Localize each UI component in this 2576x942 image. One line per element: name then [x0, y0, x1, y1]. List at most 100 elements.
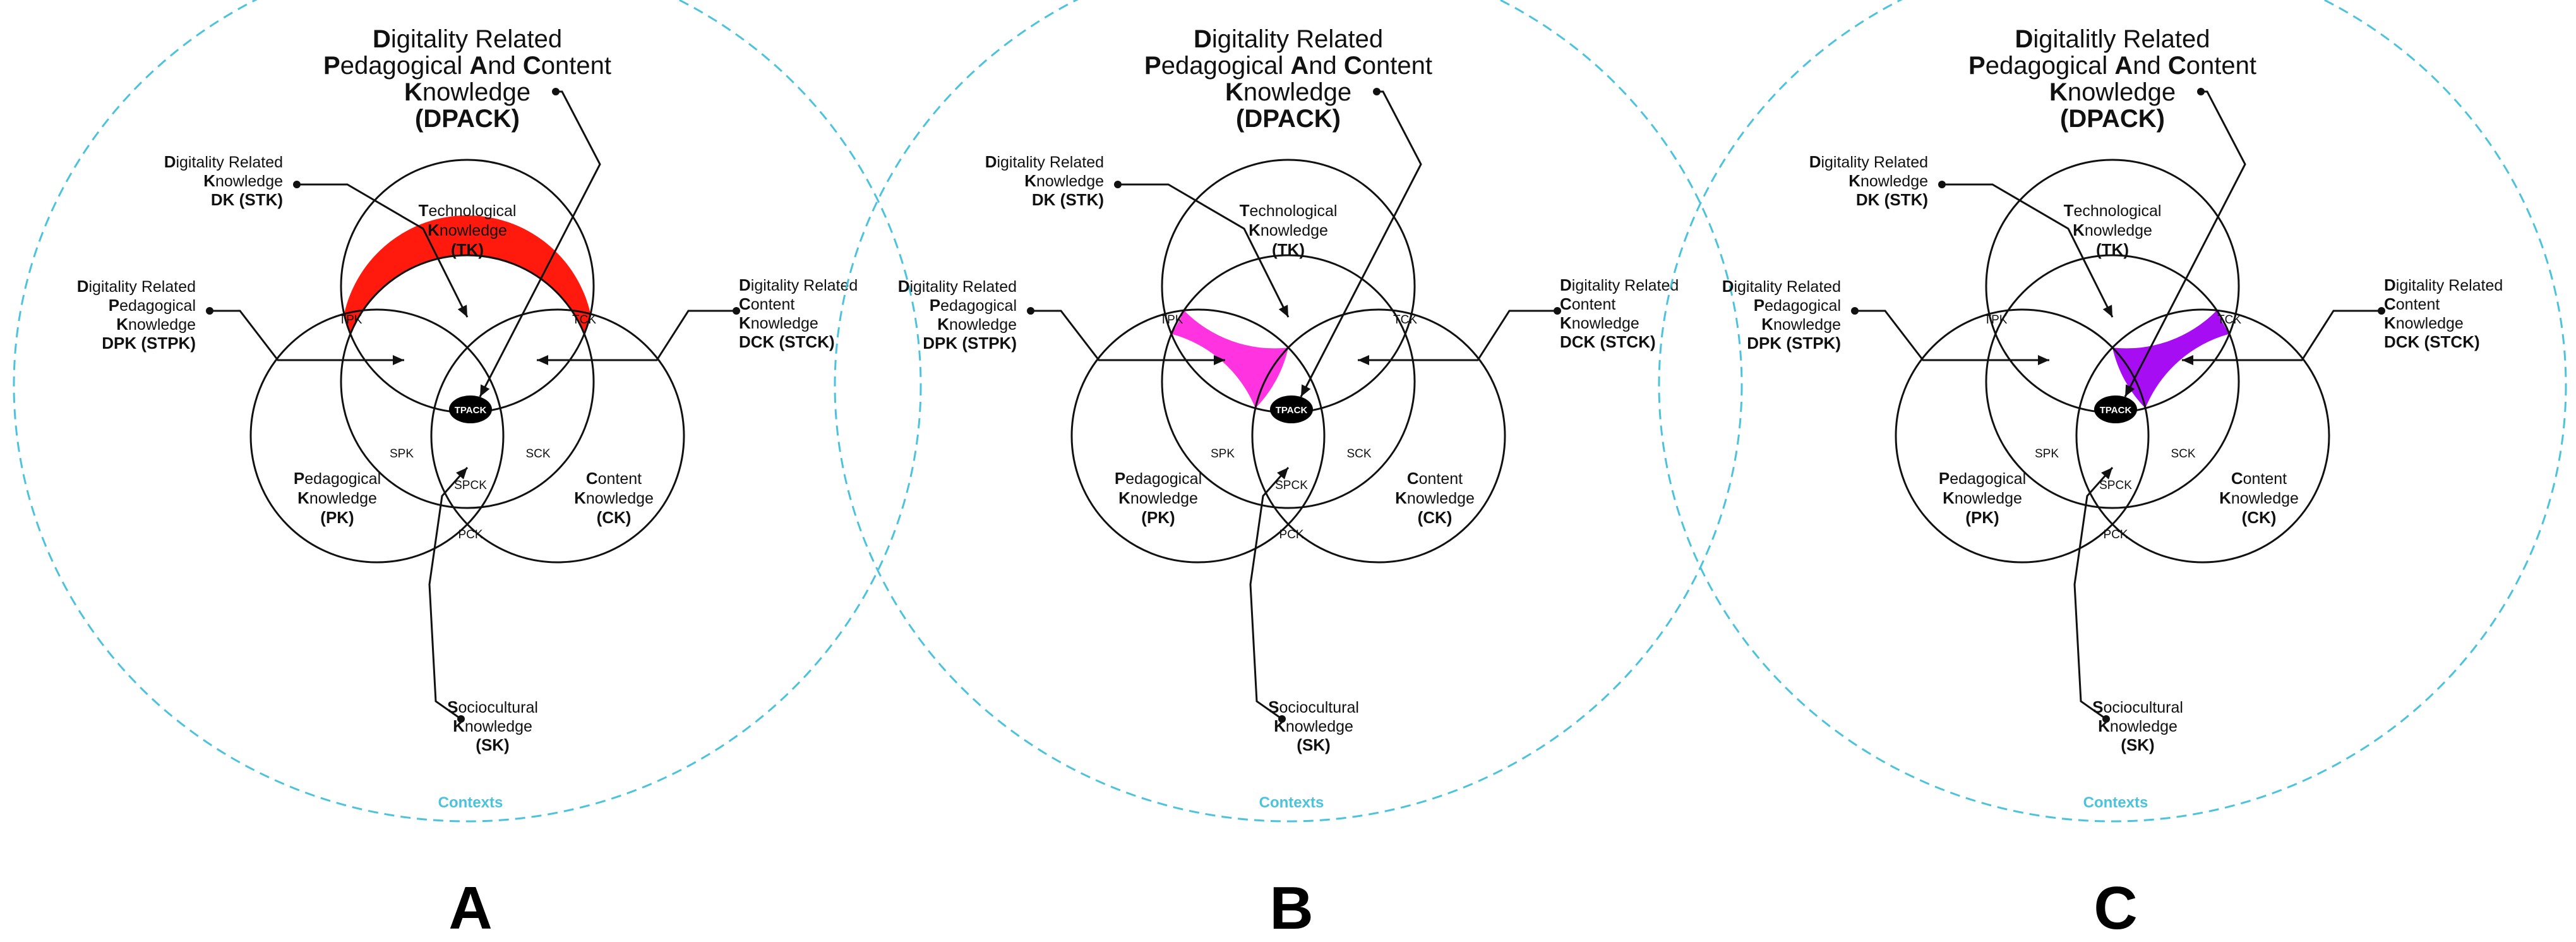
pk-caption-run: K: [1943, 488, 1955, 507]
ck-caption-run: C: [586, 469, 598, 488]
tpk-label: TPK: [1984, 313, 2008, 327]
title-run: A: [2114, 52, 2133, 80]
tpk-label: TPK: [1160, 313, 1183, 327]
content-circle: [430, 308, 685, 564]
leader-stpk-arrowhead: [393, 355, 404, 365]
tk-caption-run: echnological: [428, 202, 516, 220]
title-run: A: [469, 52, 488, 80]
stpk-caption-run: K: [937, 315, 949, 334]
contexts-circle: [1658, 0, 2567, 823]
stk-caption-run: D: [164, 152, 176, 171]
stpk-caption-run: K: [1761, 315, 1773, 334]
stk-caption-run: DK (STK): [211, 190, 283, 209]
leader-dpack-arrowhead: [480, 384, 490, 397]
sociocultural-circle: [340, 254, 595, 509]
leader-stpk: [210, 310, 404, 361]
stck-caption-run: nowledge: [751, 315, 818, 332]
tk-caption-run: nowledge: [1261, 222, 1328, 239]
ck-caption-run: K: [2219, 488, 2231, 507]
stck-caption-run: DCK (STCK): [739, 332, 835, 351]
leader-sk-dot: [2102, 715, 2110, 723]
leader-stpk: [1031, 310, 1225, 361]
tpack-label: TPACK: [2100, 405, 2132, 416]
sociocultural-circle: [1985, 254, 2240, 509]
stk-caption-run: K: [1848, 171, 1860, 190]
stk-caption-run: D: [985, 152, 997, 171]
sk-caption-run: nowledge: [2110, 718, 2178, 735]
leader-dpack-dot: [2197, 88, 2205, 95]
stpk-caption-run: igitality Related: [1734, 278, 1841, 296]
leader-sk-arrowhead: [2101, 468, 2112, 480]
tck-label: TCK: [572, 313, 596, 327]
ck-caption-run: ontent: [598, 470, 642, 488]
leader-sk-dot: [1278, 715, 1286, 723]
title-run: nd: [2133, 52, 2168, 80]
ck-caption-run: ontent: [1419, 470, 1463, 488]
stpk-caption-run: P: [109, 296, 119, 315]
leader-dpack-arrowhead: [2125, 384, 2135, 397]
panel-letter-b: B: [1269, 874, 1313, 942]
stck-caption-run: ontent: [751, 296, 795, 313]
title-run: edagogical: [340, 52, 470, 80]
contexts-label: Contexts: [2083, 794, 2148, 811]
title-run: K: [2049, 78, 2068, 106]
contexts-circle: [13, 0, 922, 823]
pedagogical-circle: [249, 308, 505, 564]
sociocultural-circle: [1161, 254, 1416, 509]
content-circle: [2075, 308, 2330, 564]
title-run: edagogical: [1986, 52, 2115, 80]
tpack-label: TPACK: [1276, 405, 1308, 416]
stk-caption-run: igitality Related: [1821, 154, 1928, 171]
leader-stck-arrowhead: [1358, 355, 1369, 365]
stck-caption-run: K: [2384, 313, 2396, 332]
stpk-caption-run: DPK (STPK): [923, 334, 1017, 353]
stck-caption-run: igitality Related: [2396, 277, 2503, 294]
stck-caption-run: igitality Related: [1572, 277, 1679, 294]
title-run: C: [1344, 52, 1362, 80]
stck-caption-run: DCK (STCK): [1560, 332, 1656, 351]
pk-caption-run: P: [1939, 469, 1950, 488]
stpk-caption-run: igitality Related: [909, 278, 1017, 296]
pedagogical-circle: [1070, 308, 1326, 564]
title-run: C: [2168, 52, 2186, 80]
title-run: nowledge: [1243, 78, 1351, 106]
technological-circle: [1161, 159, 1416, 414]
leader-stk: [297, 183, 469, 318]
stck-caption-run: K: [739, 313, 751, 332]
tk-caption-run: (TK): [1272, 240, 1305, 259]
tpk-label: TPK: [339, 313, 362, 327]
leader-stck-arrowhead: [537, 355, 548, 365]
leader-stck: [2182, 310, 2381, 361]
stpk-caption-run: nowledge: [1773, 316, 1841, 334]
tk-caption-run: (TK): [451, 240, 484, 259]
pk-caption-run: P: [294, 469, 304, 488]
tk-caption-run: T: [2064, 201, 2074, 220]
stk-caption-run: DK (STK): [1032, 190, 1104, 209]
tck-label: TCK: [1393, 313, 1417, 327]
stk-caption-run: nowledge: [1860, 172, 1928, 190]
title-run: ontent: [2186, 52, 2256, 80]
ck-caption-run: (CK): [597, 508, 632, 527]
leader-sk: [2073, 467, 2114, 720]
title-run: C: [523, 52, 541, 80]
tk-caption-run: echnological: [1249, 202, 1337, 220]
sk-caption-run: nowledge: [1286, 718, 1353, 735]
sk-caption-run: ociocultural: [1279, 699, 1358, 716]
leader-stpk-dot: [1851, 307, 1859, 315]
stk-caption-run: K: [1024, 171, 1036, 190]
stpk-caption-run: edagogical: [119, 297, 196, 315]
stpk-caption-run: DPK (STPK): [102, 334, 196, 353]
leader-stk: [1942, 183, 2114, 318]
